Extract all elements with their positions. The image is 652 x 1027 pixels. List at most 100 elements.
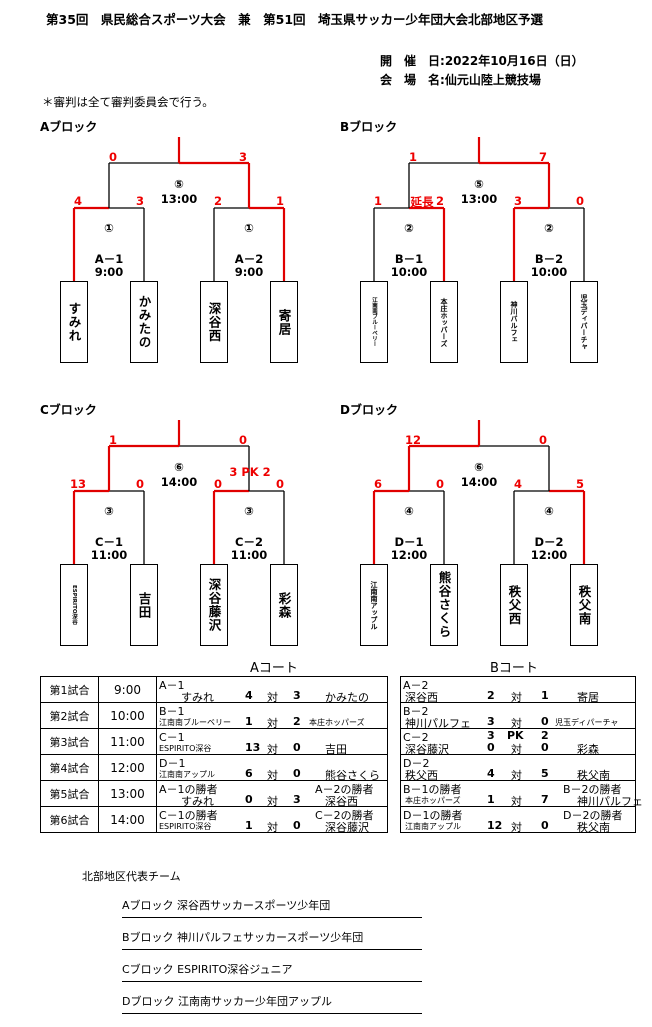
score-1: 0 xyxy=(245,793,253,806)
representative-d: Dブロック 江南南サッカー少年団アップル xyxy=(122,993,422,1014)
score-2: 2 xyxy=(293,715,301,728)
block-name: Dブロック xyxy=(340,403,398,417)
game-label: B－2 xyxy=(403,705,429,718)
game-label: D－1の勝者 xyxy=(403,809,463,822)
vs-label: 対 xyxy=(267,769,278,782)
team-1: 神川パルフェ xyxy=(405,717,471,730)
team-2: 吉田 xyxy=(325,743,347,756)
block-name: Bブロック xyxy=(340,120,398,134)
final-score: 12 xyxy=(404,433,422,447)
semi-score: 4 xyxy=(513,477,523,491)
team-1: 江南南ブルーベリー xyxy=(159,718,231,727)
match-number: ② xyxy=(544,221,554,235)
pk-score-1: 3 xyxy=(487,729,495,742)
court-a-title: Aコート xyxy=(250,661,298,676)
team-1: 深谷藤沢 xyxy=(405,743,449,756)
team-name: 江南南アップル xyxy=(370,580,378,630)
time-cell: 11:00 xyxy=(98,728,157,755)
final-score: 0 xyxy=(108,150,118,164)
team-name: ESPIRITO深谷 xyxy=(71,585,77,625)
game-label: C－1 xyxy=(159,731,185,744)
team-box: 彩森 xyxy=(270,564,298,646)
team-name: かみたの xyxy=(136,295,152,349)
match-label: D－1 xyxy=(394,535,424,549)
team-2: 本庄ホッパーズ xyxy=(309,718,365,727)
team-name: すみれ xyxy=(66,301,82,343)
block-name: Cブロック xyxy=(40,403,97,417)
match-number: ③ xyxy=(244,504,254,518)
representatives-heading: 北部地区代表チーム xyxy=(82,870,181,883)
score-2: 0 xyxy=(541,715,549,728)
match-no-cell: 第2試合 xyxy=(40,702,99,729)
game-label-2: D－2の勝者 xyxy=(563,809,623,822)
team-box: 秩父南 xyxy=(570,564,598,646)
match-time: 11:00 xyxy=(230,548,268,562)
game-label: D－1 xyxy=(159,757,186,770)
score-1: 3 xyxy=(487,715,495,728)
team-box: 江南南ブルーベリー xyxy=(360,281,388,363)
referee-note: ＊審判は全て審判委員会で行う。 xyxy=(42,95,214,109)
time-cell: 14:00 xyxy=(98,806,157,833)
date-row: 開 催 日:2022年10月16日（日） xyxy=(380,52,584,69)
time-cell: 9:00 xyxy=(98,676,157,703)
score-2: 3 xyxy=(293,793,301,806)
match-no-cell: 第5試合 xyxy=(40,780,99,807)
game-label: C－1の勝者 xyxy=(159,809,218,822)
match-label: C－2 xyxy=(235,535,263,549)
final-score: 7 xyxy=(538,150,548,164)
team-box: 江南南アップル xyxy=(360,564,388,646)
team-box: 神川パルフェ xyxy=(500,281,528,363)
match-number: ① xyxy=(244,221,254,235)
match-label: B－1 xyxy=(394,252,424,266)
match-label: C－1 xyxy=(95,535,123,549)
team-name: 深谷藤沢 xyxy=(206,578,222,632)
semi-score: 0 xyxy=(135,477,145,491)
venue-label: 会 場 名: xyxy=(380,73,445,87)
team-2: 深谷西 xyxy=(325,795,358,808)
time-cell: 12:00 xyxy=(98,754,157,781)
semi-score: 0 xyxy=(275,477,285,491)
match-no-cell: 第1試合 xyxy=(40,676,99,703)
team-2: 神川パルフェ xyxy=(577,795,643,808)
game-label: C－2 xyxy=(403,731,429,744)
extra-note: 延長 xyxy=(410,195,434,209)
vs-label: 対 xyxy=(511,743,522,756)
semi-score: 1 xyxy=(373,194,383,208)
semi-score: 2 xyxy=(213,194,223,208)
game-label: A－1の勝者 xyxy=(159,783,218,796)
team-name: 深谷西 xyxy=(206,301,222,343)
game-label-2: B－2の勝者 xyxy=(563,783,622,796)
team-2: 深谷藤沢 xyxy=(325,821,369,834)
match-number: ③ xyxy=(104,504,114,518)
team-name: 神川パルフェ xyxy=(510,301,518,343)
team-2: 秩父南 xyxy=(577,769,610,782)
pk-score-2: 2 xyxy=(541,729,549,742)
team-name: 児玉ディパーチャ xyxy=(580,294,588,350)
final-time: 14:00 xyxy=(160,475,198,489)
game-label: B－1の勝者 xyxy=(403,783,462,796)
match-number: ② xyxy=(404,221,414,235)
team-box: 深谷藤沢 xyxy=(200,564,228,646)
venue-row: 会 場 名:仙元山陸上競技場 xyxy=(380,71,541,88)
score-1: 13 xyxy=(245,741,261,754)
score-1: 1 xyxy=(487,793,495,806)
team-2: かみたの xyxy=(325,691,369,704)
time-cell: 13:00 xyxy=(98,780,157,807)
